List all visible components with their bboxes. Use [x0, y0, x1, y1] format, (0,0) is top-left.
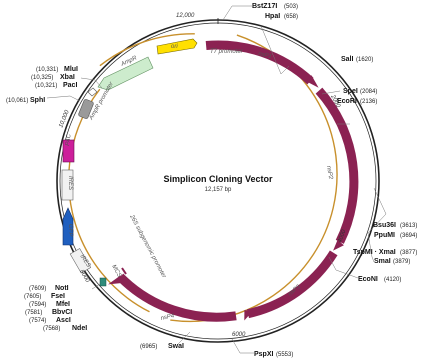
- site-ndei: NdeI: [72, 325, 87, 332]
- plasmid-title: Simplicon Cloning Vector: [163, 174, 273, 184]
- gray-block: [78, 99, 94, 119]
- site-ecori-pos: (2136): [360, 99, 377, 105]
- ires2-block: [69, 248, 92, 274]
- site-pspxi-pos: (5553): [276, 352, 293, 358]
- site-sphi-pos: (10,061): [6, 98, 28, 104]
- ori-arrow: [156, 38, 198, 55]
- leader-lines: [46, 5, 387, 354]
- site-paci-pos: (10,321): [35, 83, 57, 89]
- site-asci: AscI: [56, 317, 71, 324]
- ires1-block: [61, 169, 74, 201]
- site-sphi: SphI: [30, 97, 45, 104]
- site-bsu36i: Bsu36I: [373, 222, 396, 229]
- site-pspxi: PspXI: [254, 351, 274, 358]
- site-fsei: FseI: [51, 293, 65, 300]
- site-ppumi: PpuMI: [374, 232, 395, 239]
- feature-ampr: [87, 56, 154, 97]
- nsp4-label: nsP4: [160, 313, 175, 322]
- site-mlui-pos: (10,331): [36, 67, 58, 73]
- site-ppumi-pos: (3694): [400, 233, 417, 239]
- subgenomic-promoter-label: 26S subgenomic promoter: [128, 213, 167, 280]
- subgenomic-promoter-mark: [121, 267, 127, 275]
- orf-band-top: [99, 33, 195, 67]
- site-xbai-pos: (10,325): [31, 75, 53, 81]
- nsp1-label: nsP1: [258, 51, 273, 60]
- gfp-arrow: [62, 207, 74, 246]
- site-mlui: MluI: [64, 66, 78, 73]
- gfp-label: GFP: [67, 224, 73, 236]
- site-mfei-pos: (7594): [29, 302, 46, 308]
- t7-promoter-label: T7 promoter: [210, 49, 244, 55]
- site-bsu36i-pos: (3613): [400, 223, 417, 229]
- site-xbai: XbaI: [60, 74, 75, 81]
- site-spei: SpeI: [343, 88, 358, 95]
- site-bstz17i: BstZ17I: [252, 3, 277, 10]
- orf-band-left: [68, 88, 150, 313]
- site-noti: NotI: [55, 285, 69, 292]
- tick-6000: 6000: [232, 332, 246, 338]
- plasmid-size: 12,157 bp: [205, 187, 232, 193]
- site-bstz17i-pos: (503): [284, 4, 298, 10]
- site-fsei-pos: (7605): [24, 294, 41, 300]
- ori-label: ori: [171, 44, 178, 50]
- site-spei-pos: (2084): [360, 89, 377, 95]
- site-bbvci: BbvCI: [52, 309, 72, 316]
- nsp3-arrow: [246, 250, 338, 319]
- nsp-arrowheads: [108, 75, 344, 321]
- nsp1-arrowhead: [306, 75, 319, 88]
- nsp4-arrow: [116, 273, 237, 322]
- nsp1-arrow: [205, 40, 314, 85]
- nsp-arrows: [116, 40, 359, 322]
- magenta-block: [62, 139, 75, 163]
- site-paci: PacI: [63, 82, 77, 89]
- ires1-label: IRES: [67, 176, 73, 190]
- nsp4-arrowhead: [108, 275, 122, 285]
- ampr-promoter-arrow: [87, 87, 98, 97]
- nsp2-arrow: [315, 87, 359, 244]
- sites-right: BstZ17I (503) HpaI (658) SalI (1620) Spe…: [252, 3, 417, 358]
- nsp2-label: nsP2: [325, 165, 333, 180]
- site-swai: SwaI: [168, 343, 184, 350]
- site-asci-pos: (7574): [29, 318, 46, 324]
- nsp2-arrowhead: [333, 239, 344, 251]
- site-tspmi-xmai: TspMI · XmaI: [353, 249, 396, 256]
- mcs-label: MCS: [110, 264, 122, 279]
- pac-label: PAC: [65, 133, 73, 146]
- site-sali: SalI: [341, 56, 354, 63]
- site-smai-pos: (3879): [393, 259, 410, 265]
- tick-12000: 12,000: [176, 13, 195, 19]
- nsp3-arrowhead: [244, 310, 253, 321]
- ampr-arrow: [97, 56, 154, 91]
- site-ndei-pos: (7568): [43, 326, 60, 332]
- tick-4000: 4000: [337, 228, 347, 243]
- site-hpai-pos: (658): [284, 14, 298, 20]
- sites-left: (10,331) MluI (10,325) XbaI (10,321) Pac…: [6, 66, 184, 350]
- site-mfei: MfeI: [56, 301, 70, 308]
- site-tspmi-xmai-pos: (3877): [400, 250, 417, 256]
- site-swai-pos: (6965): [140, 344, 157, 350]
- site-sali-pos: (1620): [356, 57, 373, 63]
- site-smai: SmaI: [374, 258, 391, 265]
- site-bbvci-pos: (7581): [25, 310, 42, 316]
- site-noti-pos: (7609): [29, 286, 46, 292]
- site-hpai: HpaI: [265, 13, 280, 20]
- site-econi-pos: (4120): [384, 277, 401, 283]
- site-econi: EcoNI: [358, 276, 378, 283]
- mcs-block: [99, 277, 107, 287]
- feature-ori: [156, 38, 198, 55]
- site-ecori: EcoRI: [337, 98, 357, 105]
